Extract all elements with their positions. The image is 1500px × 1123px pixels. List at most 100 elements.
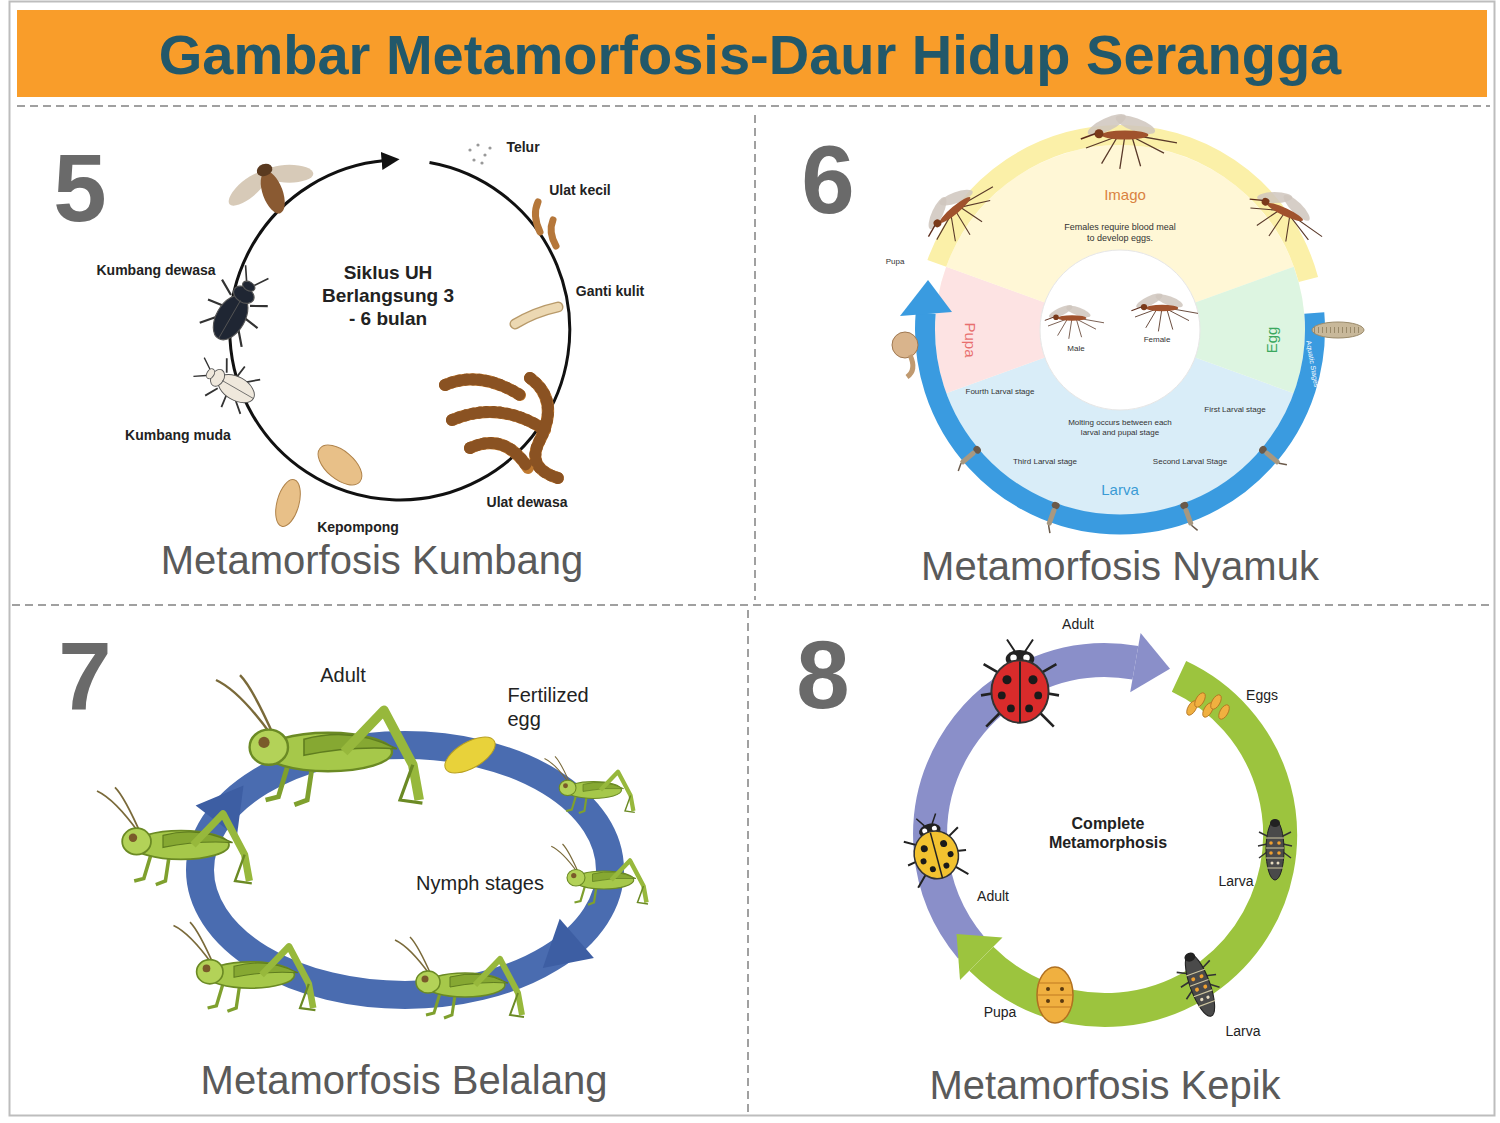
mosquito-cycle — [892, 332, 918, 358]
grasshopper-cycle — [543, 919, 594, 968]
panel-divider — [12, 106, 1492, 1115]
mosquito-cycle — [1239, 177, 1334, 257]
stage-label: Nymph stages — [416, 871, 544, 895]
beetle-cycle — [515, 307, 558, 324]
ladybug-cycle — [1060, 999, 1064, 1003]
mosquito-cycle — [1042, 501, 1060, 533]
band-label: Pupa — [961, 322, 979, 357]
ladybug-cycle — [1258, 819, 1292, 880]
callout-number: 6 — [801, 132, 854, 228]
callout-number: 7 — [58, 629, 111, 725]
stage-label: Adult — [1062, 616, 1094, 633]
band-label: Egg — [1263, 327, 1281, 354]
stage-label: Telur — [506, 139, 539, 156]
stage-label: Fertilized egg — [508, 683, 603, 731]
panel-caption: Metamorfosis Kumbang — [161, 538, 583, 582]
mosquito-cycle — [892, 110, 1364, 533]
stage-label: Adult — [977, 888, 1009, 905]
beetle-cycle — [187, 347, 265, 419]
panel-caption: Metamorfosis Nyamuk — [921, 544, 1319, 588]
ladybug-cycle — [1217, 703, 1232, 721]
beetle-cycle — [530, 378, 558, 478]
stage-label: Complete Metamorphosis — [1038, 814, 1178, 852]
mosquito-cycle — [1195, 267, 1305, 394]
callout-number: 5 — [53, 140, 106, 236]
beetle-cycle — [187, 143, 570, 529]
beetle-cycle — [445, 379, 520, 395]
band-label: Aquatic Stages — [1304, 340, 1320, 388]
title-text: Gambar Metamorfosis-Daur Hidup Serangga — [159, 22, 1341, 87]
grasshopper-cycle — [545, 756, 635, 813]
beetle-cycle — [255, 162, 274, 179]
ladybug-cycle — [981, 640, 1059, 727]
beetle-cycle — [551, 220, 556, 246]
grasshopper-cycle — [196, 785, 244, 837]
stage-label: Larva — [1225, 1023, 1260, 1040]
stage-panel: 7Metamorfosis Belalang — [12, 607, 746, 1113]
stage-label: Female — [1144, 335, 1171, 345]
beetle-cycle — [470, 443, 528, 468]
ladybug-cycle — [1185, 691, 1232, 721]
beetle-cycle — [472, 158, 475, 161]
ladybug-cycle — [1171, 947, 1229, 1023]
beetle-cycle — [445, 379, 520, 395]
mosquito-cycle — [900, 280, 952, 316]
ladybug-cycle — [1046, 999, 1050, 1003]
beetle-cycle — [535, 202, 540, 232]
mosquito-cycle — [937, 135, 1309, 280]
grasshopper-cycle — [439, 730, 500, 781]
title-band — [17, 10, 1487, 97]
stage-label: Ulat dewasa — [487, 494, 568, 511]
stage-label: Pupa — [984, 1004, 1017, 1021]
beetle-cycle — [271, 477, 305, 529]
ladybug-cycle — [1037, 983, 1073, 1007]
grasshopper-cycle — [97, 675, 648, 1018]
panel-divider — [17, 105, 1490, 107]
grasshopper-cycle — [174, 922, 316, 1011]
mosquito-cycle — [953, 445, 982, 471]
stage-label: Adult — [320, 663, 366, 687]
stage-label: First Larval stage — [1204, 405, 1265, 415]
beetle-cycle — [452, 412, 545, 430]
stage-label: Molting occurs between each larval and p… — [1060, 418, 1180, 437]
stage-label: Third Larval stage — [1013, 457, 1077, 467]
mosquito-cycle — [1131, 291, 1198, 332]
beetle-cycle — [445, 378, 558, 478]
beetle-cycle — [480, 161, 483, 164]
ladybug-cycle — [957, 934, 1003, 980]
mosquito-cycle — [1040, 250, 1200, 410]
stage-label: Kepompong — [317, 519, 399, 536]
mosquito-cycle — [892, 332, 918, 377]
beetle-cycle — [468, 143, 491, 164]
stage-label: Fourth Larval stage — [966, 387, 1035, 397]
beetle-cycle — [515, 307, 558, 324]
beetle-cycle — [483, 153, 486, 156]
beetle-cycle — [476, 143, 479, 146]
stage-label: Siklus UH Berlangsung 3 - 6 bulan — [318, 262, 458, 330]
beetle-cycle — [218, 148, 325, 229]
stage-label: Eggs — [1246, 687, 1278, 704]
stage-label: Imago — [1104, 186, 1146, 204]
mosquito-cycle — [925, 313, 1315, 525]
beetle-cycle — [311, 438, 369, 493]
stage-label: Pupa — [886, 257, 905, 267]
beetle-cycle — [488, 146, 491, 149]
ladybug-cycle — [897, 633, 1292, 1023]
ladybug-cycle — [1060, 987, 1064, 991]
mosquito-cycle — [1045, 303, 1104, 339]
panel-divider — [12, 604, 1492, 606]
panel-divider — [754, 115, 756, 600]
ladybug-cycle — [1130, 633, 1170, 692]
beetle-cycle — [230, 161, 570, 500]
beetle-cycle — [452, 412, 545, 430]
stage-panel: 6Metamorfosis Nyamuk — [758, 108, 1492, 603]
grasshopper-cycle — [395, 937, 524, 1018]
stage-label: Male — [1067, 344, 1084, 354]
ladybug-cycle — [1037, 967, 1073, 1023]
beetle-cycle — [468, 148, 471, 151]
mosquito-cycle — [907, 355, 913, 377]
ladybug-cycle — [897, 808, 972, 888]
stage-label: Ganti kulit — [576, 283, 644, 300]
ladybug-cycle — [1046, 987, 1050, 991]
ladybug-cycle — [1037, 967, 1073, 1023]
